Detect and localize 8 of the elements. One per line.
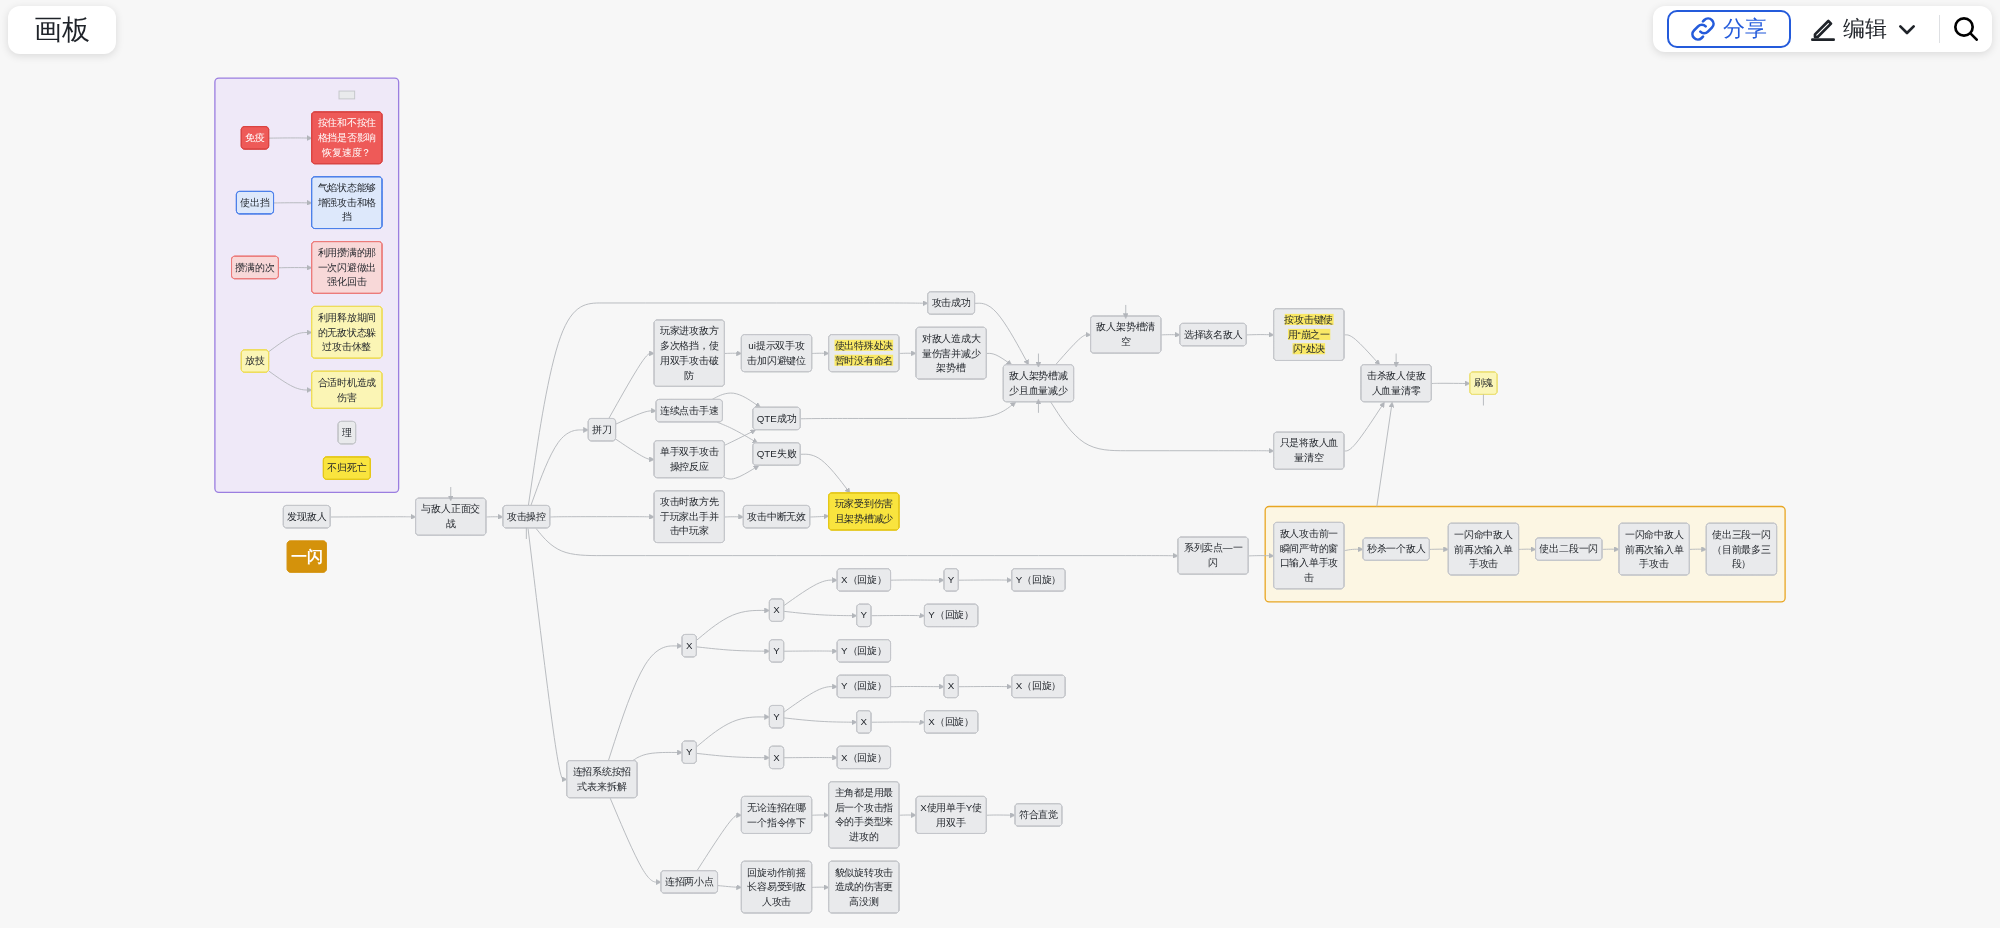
cluster	[214, 76, 400, 493]
share-button: 分享	[1667, 10, 1791, 48]
line	[1483, 393, 1484, 406]
board-title: 画板	[8, 6, 116, 54]
line	[525, 526, 527, 539]
cluster	[1264, 505, 1786, 602]
node-box	[338, 90, 356, 99]
edit-button: 编辑	[1805, 12, 1925, 46]
